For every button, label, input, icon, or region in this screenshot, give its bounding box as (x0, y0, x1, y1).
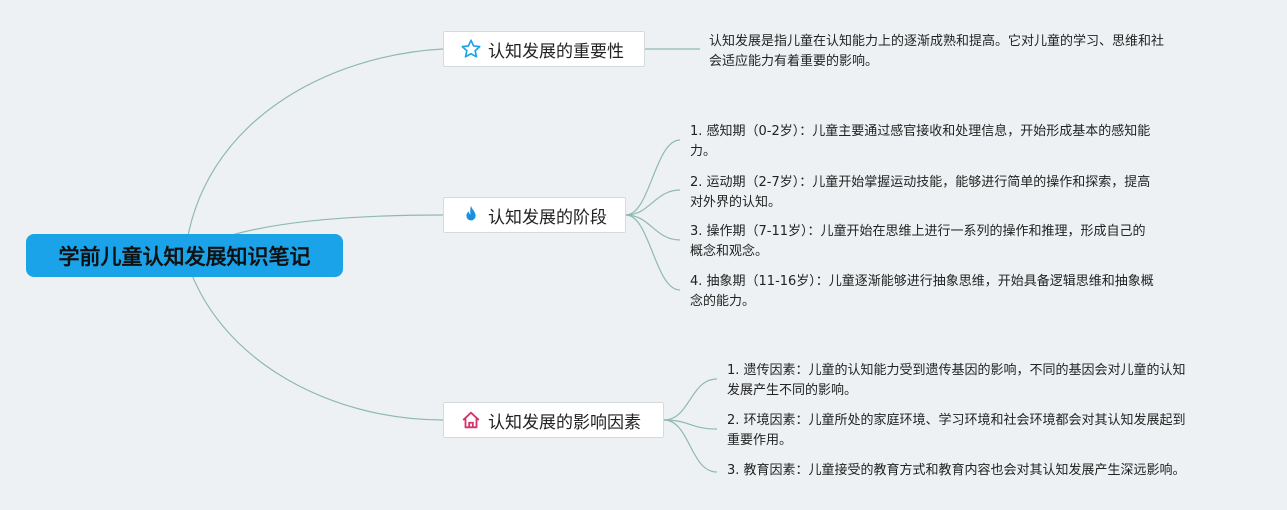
branch-topic-label: 认知发展的阶段 (488, 207, 607, 228)
leaf-factor-2: 2. 环境因素：儿童所处的家庭环境、学习环境和社会环境都会对其认知发展起到 重要… (727, 411, 1186, 451)
leaf-text-line: 1. 遗传因素：儿童的认知能力受到遗传基因的影响，不同的基因会对儿童的认知 (727, 363, 1186, 378)
connector-stage-2 (625, 189, 681, 216)
connector-stage-1 (625, 139, 681, 216)
leaf-text-line: 3. 教育因素：儿童接受的教育方式和教育内容也会对其认知发展产生深远影响。 (727, 463, 1186, 478)
connector-factor-2 (663, 419, 718, 430)
connector-root-importance (184, 48, 444, 256)
star-icon (460, 38, 482, 60)
branch-topic-stages[interactable]: 认知发展的阶段 (443, 197, 626, 233)
connector-stage-3 (625, 214, 681, 241)
leaf-stage-4: 4. 抽象期（11-16岁）：儿童逐渐能够进行抽象思维，开始具备逻辑思维和抽象概… (690, 272, 1154, 312)
leaf-text-line: 对外界的认知。 (690, 195, 782, 210)
flame-icon (460, 204, 482, 226)
leaf-factor-3: 3. 教育因素：儿童接受的教育方式和教育内容也会对其认知发展产生深远影响。 (727, 461, 1186, 481)
leaf-text-line: 1. 感知期（0-2岁）：儿童主要通过感官接收和处理信息，开始形成基本的感知能 (690, 124, 1151, 139)
leaf-text-line: 2. 运动期（2-7岁）：儿童开始掌握运动技能，能够进行简单的操作和探索，提高 (690, 175, 1151, 190)
leaf-text-line: 认知发展是指儿童在认知能力上的逐渐成熟和提高。它对儿童的学习、思维和社 (709, 34, 1165, 49)
branch-topic-label: 认知发展的影响因素 (488, 412, 641, 433)
leaf-text-line: 重要作用。 (727, 433, 793, 448)
root-topic-label: 学前儿童认知发展知识笔记 (58, 244, 311, 269)
leaf-text-line: 念的能力。 (690, 294, 756, 309)
branch-topic-label: 认知发展的重要性 (488, 41, 624, 62)
connector-factor-1 (663, 378, 718, 421)
leaf-text-line: 发展产生不同的影响。 (727, 383, 858, 398)
leaf-factor-1: 1. 遗传因素：儿童的认知能力受到遗传基因的影响，不同的基因会对儿童的认知 发展… (727, 361, 1186, 401)
leaf-text-line: 力。 (690, 144, 717, 159)
leaf-stage-2: 2. 运动期（2-7岁）：儿童开始掌握运动技能，能够进行简单的操作和探索，提高 … (690, 173, 1150, 213)
leaf-text-line: 会适应能力有着重要的影响。 (709, 54, 879, 69)
leaf-stage-1: 1. 感知期（0-2岁）：儿童主要通过感官接收和处理信息，开始形成基本的感知能 … (690, 122, 1150, 162)
branch-topic-importance[interactable]: 认知发展的重要性 (443, 31, 645, 67)
leaf-text-line: 2. 环境因素：儿童所处的家庭环境、学习环境和社会环境都会对其认知发展起到 (727, 413, 1186, 428)
leaf-text-line: 4. 抽象期（11-16岁）：儿童逐渐能够进行抽象思维，开始具备逻辑思维和抽象概 (690, 274, 1154, 289)
branch-topic-factors[interactable]: 认知发展的影响因素 (443, 402, 664, 438)
root-topic[interactable]: 学前儿童认知发展知识笔记 (26, 234, 343, 277)
leaf-text-line: 3. 操作期（7-11岁）：儿童开始在思维上进行一系列的操作和推理，形成自己的 (690, 224, 1146, 239)
connector-factor-3 (663, 419, 718, 473)
leaf-text-line: 概念和观念。 (690, 244, 769, 259)
connector-root-factors (184, 254, 444, 421)
home-icon (460, 409, 482, 431)
connector-stage-4 (625, 214, 681, 291)
leaf-stage-3: 3. 操作期（7-11岁）：儿童开始在思维上进行一系列的操作和推理，形成自己的 … (690, 222, 1146, 262)
leaf-importance-1: 认知发展是指儿童在认知能力上的逐渐成熟和提高。它对儿童的学习、思维和社 会适应能… (709, 32, 1164, 72)
